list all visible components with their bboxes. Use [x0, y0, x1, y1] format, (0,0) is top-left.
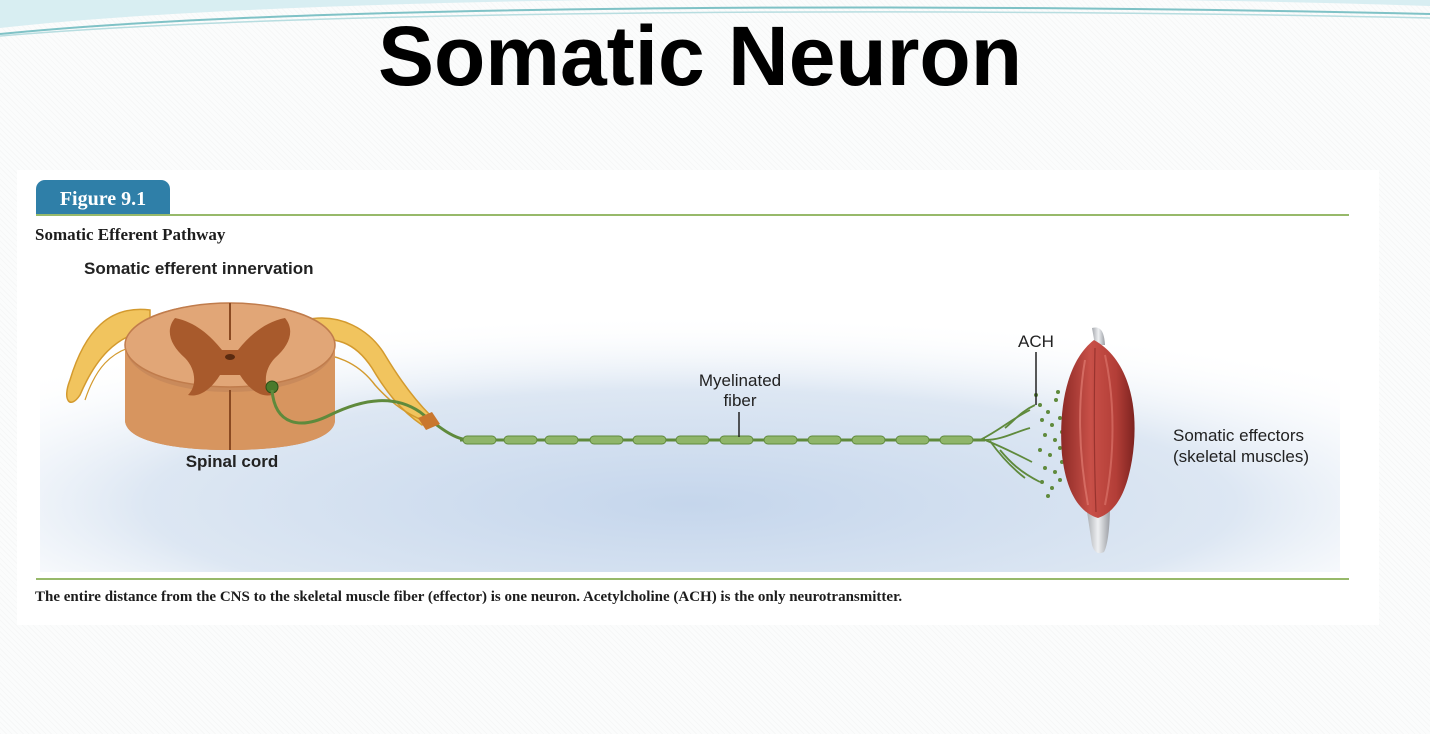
somatic-effectors-label-line1: Somatic effectors: [1173, 426, 1304, 445]
myelinated-fiber-label-line1: Myelinated: [699, 371, 781, 390]
figure-caption: The entire distance from the CNS to the …: [35, 589, 903, 605]
figure-bottom-rule: [36, 578, 1349, 580]
skeletal-muscle-illustration: [1061, 327, 1135, 554]
ventral-root-tip: [418, 412, 440, 430]
myelin-segments: [462, 435, 974, 445]
myelinated-fiber-label-line2: fiber: [723, 391, 756, 410]
spinal-cord-label: Spinal cord: [186, 452, 279, 471]
somatic-effectors-label-line2: (skeletal muscles): [1173, 447, 1309, 466]
subheading-label: Somatic efferent innervation: [84, 259, 314, 278]
figure-heading: Somatic Efferent Pathway: [35, 225, 226, 244]
axon-terminal-branches: [979, 404, 1041, 483]
spinal-cord-illustration: [124, 302, 336, 450]
title-swoosh-decoration: [0, 0, 1430, 37]
ach-label: ACH: [1018, 332, 1054, 351]
slide-title: Somatic Neuron: [377, 9, 1023, 103]
figure-number-tab: Figure 9.1: [36, 180, 170, 216]
axon-inside-cord: [270, 389, 471, 442]
figure-top-rule: [36, 214, 1349, 216]
